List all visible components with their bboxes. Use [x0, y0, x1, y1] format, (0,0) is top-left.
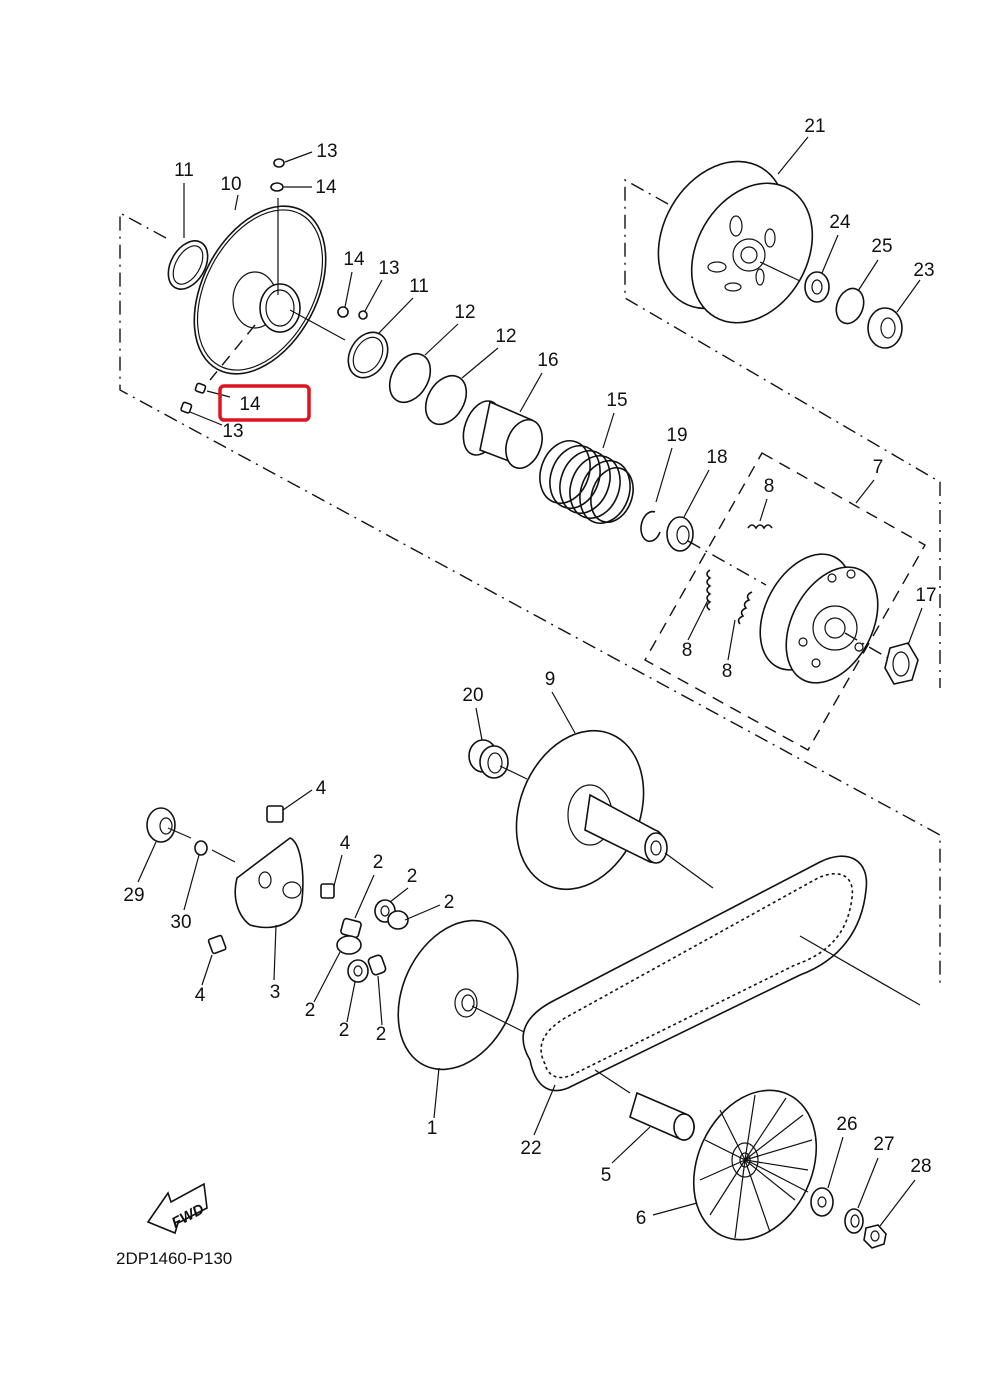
callout-c2f[interactable]: 2	[376, 1024, 387, 1045]
part-3-cam[interactable]	[211, 837, 304, 981]
highlight-box-part-14[interactable]	[218, 384, 311, 422]
callout-c14c[interactable]: 14	[239, 394, 261, 415]
part-9-secondary-sheave[interactable]	[494, 691, 714, 909]
callout-c14b[interactable]: 14	[343, 249, 365, 270]
callout-c16[interactable]: 16	[537, 350, 558, 371]
callout-c2d[interactable]: 2	[305, 1000, 316, 1021]
part-11-oil-seal[interactable]	[160, 183, 215, 296]
part-19-circlip[interactable]	[640, 447, 673, 543]
assembly-frame	[119, 178, 941, 985]
part-10-sliding-sheave[interactable]	[167, 184, 352, 396]
part-6-primary-fixed-sheave[interactable]	[652, 1070, 840, 1260]
callout-c24[interactable]: 24	[829, 212, 851, 233]
callout-c13b[interactable]: 13	[378, 258, 399, 279]
part-14-slider-top[interactable]	[270, 182, 312, 192]
callout-c4c[interactable]: 4	[195, 985, 206, 1006]
part-12-o-ring-b[interactable]	[417, 347, 499, 432]
part-13-pin-top[interactable]	[273, 151, 313, 168]
callout-c13c[interactable]: 13	[222, 421, 243, 442]
callout-c8c[interactable]: 8	[722, 661, 733, 682]
callout-c6[interactable]: 6	[636, 1208, 647, 1229]
part-14-slider-mid[interactable]	[337, 271, 353, 318]
part-7-clutch-assembly[interactable]	[644, 452, 926, 751]
part-21-clutch-housing[interactable]	[633, 136, 837, 345]
part-8-spring-b[interactable]	[687, 569, 712, 641]
part-28-nut[interactable]	[863, 1179, 916, 1249]
part-24-collar[interactable]	[804, 234, 839, 303]
callout-c7[interactable]: 7	[873, 457, 884, 478]
callout-c19[interactable]: 19	[666, 425, 687, 446]
callout-c10[interactable]: 10	[220, 174, 241, 195]
callout-c20[interactable]: 20	[462, 685, 483, 706]
callout-c14a[interactable]: 14	[315, 177, 337, 198]
part-8-spring-c[interactable]	[727, 591, 753, 661]
callout-c5[interactable]: 5	[601, 1165, 612, 1186]
part-2-weight-rollers[interactable]	[313, 874, 441, 1026]
callout-c29[interactable]: 29	[123, 885, 144, 906]
callout-c27[interactable]: 27	[873, 1134, 894, 1155]
callout-c15[interactable]: 15	[606, 390, 627, 411]
callout-c2e[interactable]: 2	[339, 1020, 350, 1041]
callout-c17[interactable]: 17	[915, 585, 936, 606]
callout-c11b[interactable]: 11	[409, 276, 429, 297]
callout-c28[interactable]: 28	[910, 1156, 931, 1177]
diagram-code: 2DP1460-P130	[116, 1249, 232, 1268]
part-26-washer[interactable]	[810, 1136, 844, 1217]
part-12-o-ring-a[interactable]	[381, 323, 459, 410]
callout-c2b[interactable]: 2	[407, 866, 418, 887]
part-4-slider-left[interactable]	[201, 934, 227, 986]
callout-c4b[interactable]: 4	[340, 833, 351, 854]
part-8-spring-a[interactable]	[747, 498, 773, 530]
callout-c13a[interactable]: 13	[316, 141, 337, 162]
callout-c22[interactable]: 22	[520, 1138, 541, 1159]
part-27-washer[interactable]	[844, 1157, 879, 1234]
callout-c11a[interactable]: 11	[174, 160, 194, 181]
part-17-nut[interactable]	[884, 607, 923, 685]
callout-c12a[interactable]: 12	[454, 302, 475, 323]
callout-c3[interactable]: 3	[270, 982, 281, 1003]
callout-c23[interactable]: 23	[913, 260, 934, 281]
callout-c12b[interactable]: 12	[495, 326, 516, 347]
part-22-v-belt[interactable]	[522, 855, 921, 1136]
part-13-pin-mid[interactable]	[358, 279, 383, 320]
part-25-circlip[interactable]	[832, 259, 879, 327]
part-1-primary-sliding-sheave[interactable]	[375, 901, 541, 1119]
callout-c30[interactable]: 30	[170, 912, 191, 933]
part-16-guide[interactable]	[456, 372, 548, 473]
part-13-pin-low[interactable]	[180, 401, 223, 426]
callout-c9[interactable]: 9	[545, 669, 556, 690]
callout-c26[interactable]: 26	[836, 1114, 857, 1135]
part-11-oil-seal-right[interactable]	[340, 297, 414, 385]
callout-c18[interactable]: 18	[706, 447, 727, 468]
forward-direction-arrow: FWD	[146, 1182, 208, 1235]
callout-c2a[interactable]: 2	[373, 852, 384, 873]
part-5-collar[interactable]	[594, 1069, 695, 1164]
part-20-bearing[interactable]	[468, 707, 528, 780]
part-23-bearing[interactable]	[867, 279, 921, 349]
part-4-slider-right[interactable]	[320, 854, 343, 899]
part-30-washer[interactable]	[183, 840, 208, 911]
part-29-bearing[interactable]	[137, 807, 192, 883]
callout-c8a[interactable]: 8	[764, 476, 775, 497]
part-15-compression-spring[interactable]	[532, 412, 641, 530]
callout-c1[interactable]: 1	[427, 1118, 438, 1139]
callout-c21[interactable]: 21	[804, 116, 825, 137]
callout-c8b[interactable]: 8	[682, 640, 693, 661]
callout-c25[interactable]: 25	[871, 236, 892, 257]
callout-c2c[interactable]: 2	[444, 892, 455, 913]
part-18-bearing[interactable]	[666, 469, 767, 586]
part-4-slider-top[interactable]	[266, 789, 313, 823]
callout-c4a[interactable]: 4	[316, 778, 327, 799]
